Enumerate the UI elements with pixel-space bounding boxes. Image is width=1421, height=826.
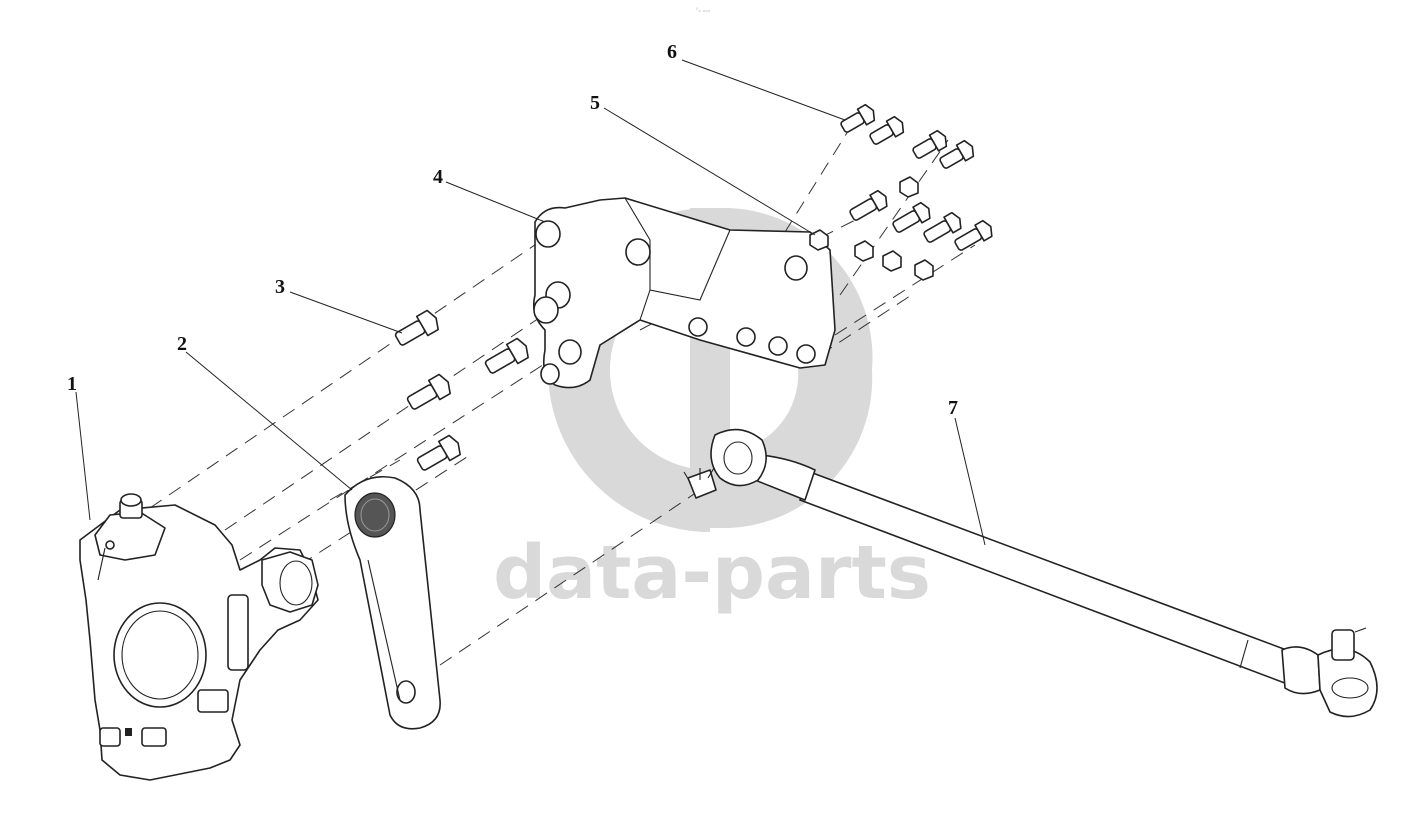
part-pitman-arm <box>344 476 441 730</box>
callout-2: 2 <box>177 333 187 355</box>
part-bolts-set-6 <box>840 103 993 251</box>
callout-4: 4 <box>433 166 443 188</box>
callout-3: 3 <box>275 276 285 298</box>
watermark-text: data-parts <box>493 530 931 616</box>
callout-6: 6 <box>667 41 677 63</box>
part-bolts-set-3 <box>394 309 529 471</box>
callout-1: 1 <box>67 373 77 395</box>
part-nuts-set-5 <box>809 176 934 281</box>
part-drag-link <box>683 428 1378 718</box>
callouts: 1 2 3 4 5 6 7 <box>67 41 958 419</box>
part-steering-gear <box>79 493 319 781</box>
callout-7: 7 <box>948 397 958 419</box>
callout-leaders <box>75 59 986 546</box>
callout-5: 5 <box>590 92 600 114</box>
part-mounting-bracket <box>532 197 836 389</box>
top-mark: ⁰ₒ ₒₒₒ <box>696 7 711 14</box>
